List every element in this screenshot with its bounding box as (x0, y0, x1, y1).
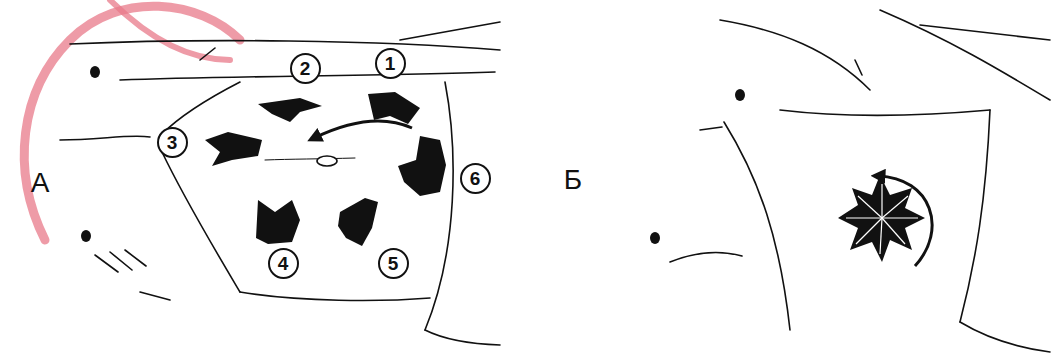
callout-circle: 3 (157, 127, 188, 158)
panel-letter: Б (564, 166, 582, 194)
callout-circle: 4 (268, 248, 299, 279)
palpation-spot (205, 92, 446, 246)
callout-circle: 6 (460, 163, 491, 194)
direction-arrow (314, 121, 412, 138)
callout-number: 5 (388, 254, 399, 273)
watermark-arc (24, 0, 240, 240)
direction-arrow (878, 176, 932, 266)
callout-number: 4 (278, 254, 289, 273)
callout-circle: 2 (290, 53, 321, 84)
navel (317, 156, 337, 166)
body-outline (60, 22, 500, 345)
callout-number: 3 (167, 133, 178, 152)
callout-number: 1 (385, 54, 396, 73)
callout-circle: 5 (378, 248, 409, 279)
leaf-vein (846, 184, 918, 254)
callout-number: 6 (470, 169, 481, 188)
callout-circle: 1 (375, 48, 406, 79)
body-outline (670, 10, 1050, 352)
eye-dot (81, 66, 745, 244)
panel-letter: А (31, 169, 50, 197)
callout-number: 2 (300, 59, 311, 78)
